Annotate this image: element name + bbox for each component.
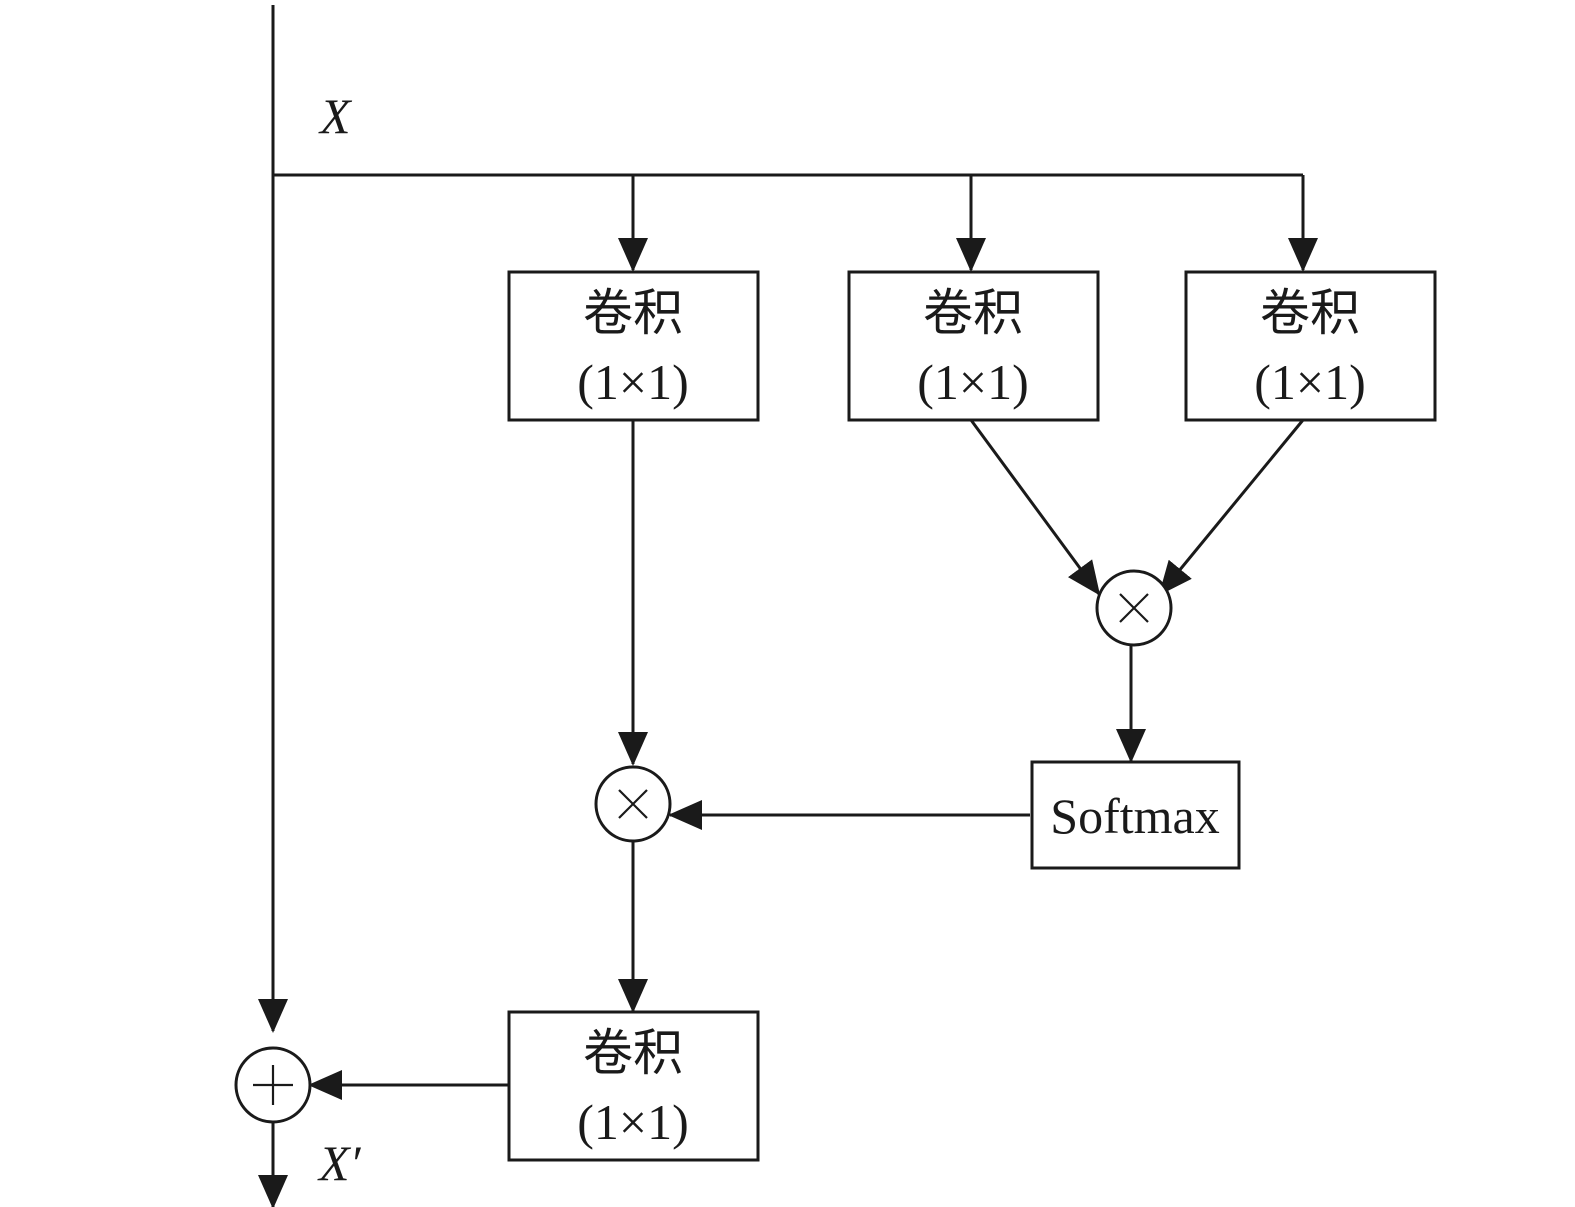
conv-block-3: 卷积 (1×1)	[1184, 270, 1437, 422]
conv-block-1-kernel: (1×1)	[577, 354, 689, 410]
conv-block-4-title: 卷积	[583, 1024, 683, 1082]
conv-block-3-kernel: (1×1)	[1254, 354, 1366, 410]
softmax-frame	[1030, 760, 1241, 870]
add-operator	[234, 1046, 312, 1124]
softmax-label: Softmax	[1050, 788, 1219, 844]
conv-block-1-frame	[507, 270, 760, 422]
multiply-lower-icon	[618, 789, 648, 819]
conv-3-to-multiply-upper-line	[1158, 419, 1305, 596]
conv-block-1: 卷积 (1×1)	[507, 270, 760, 422]
multiply-upper-icon	[1119, 593, 1149, 623]
input-label: X	[318, 88, 353, 144]
conv-block-4-frame	[507, 1010, 760, 1162]
add-icon	[253, 1065, 293, 1105]
conv-block-3-frame	[1184, 270, 1437, 422]
connectors	[258, 5, 1318, 1207]
conv-block-2-kernel: (1×1)	[917, 354, 1029, 410]
conv-block-3-title: 卷积	[1260, 284, 1360, 342]
conv-block-2-title: 卷积	[923, 284, 1023, 342]
conv-block-4-kernel: (1×1)	[577, 1094, 689, 1150]
output-label: X′	[317, 1135, 362, 1191]
conv-block-2: 卷积 (1×1)	[847, 270, 1100, 422]
conv-block-1-title: 卷积	[583, 284, 683, 342]
conv-2-to-multiply-upper-line	[969, 419, 1101, 596]
conv-block-2-frame	[847, 270, 1100, 422]
multiply-upper-operator	[1095, 569, 1173, 647]
softmax-block: Softmax	[1030, 760, 1241, 870]
conv-block-4: 卷积 (1×1)	[507, 1010, 760, 1162]
multiply-lower-operator	[594, 765, 672, 843]
